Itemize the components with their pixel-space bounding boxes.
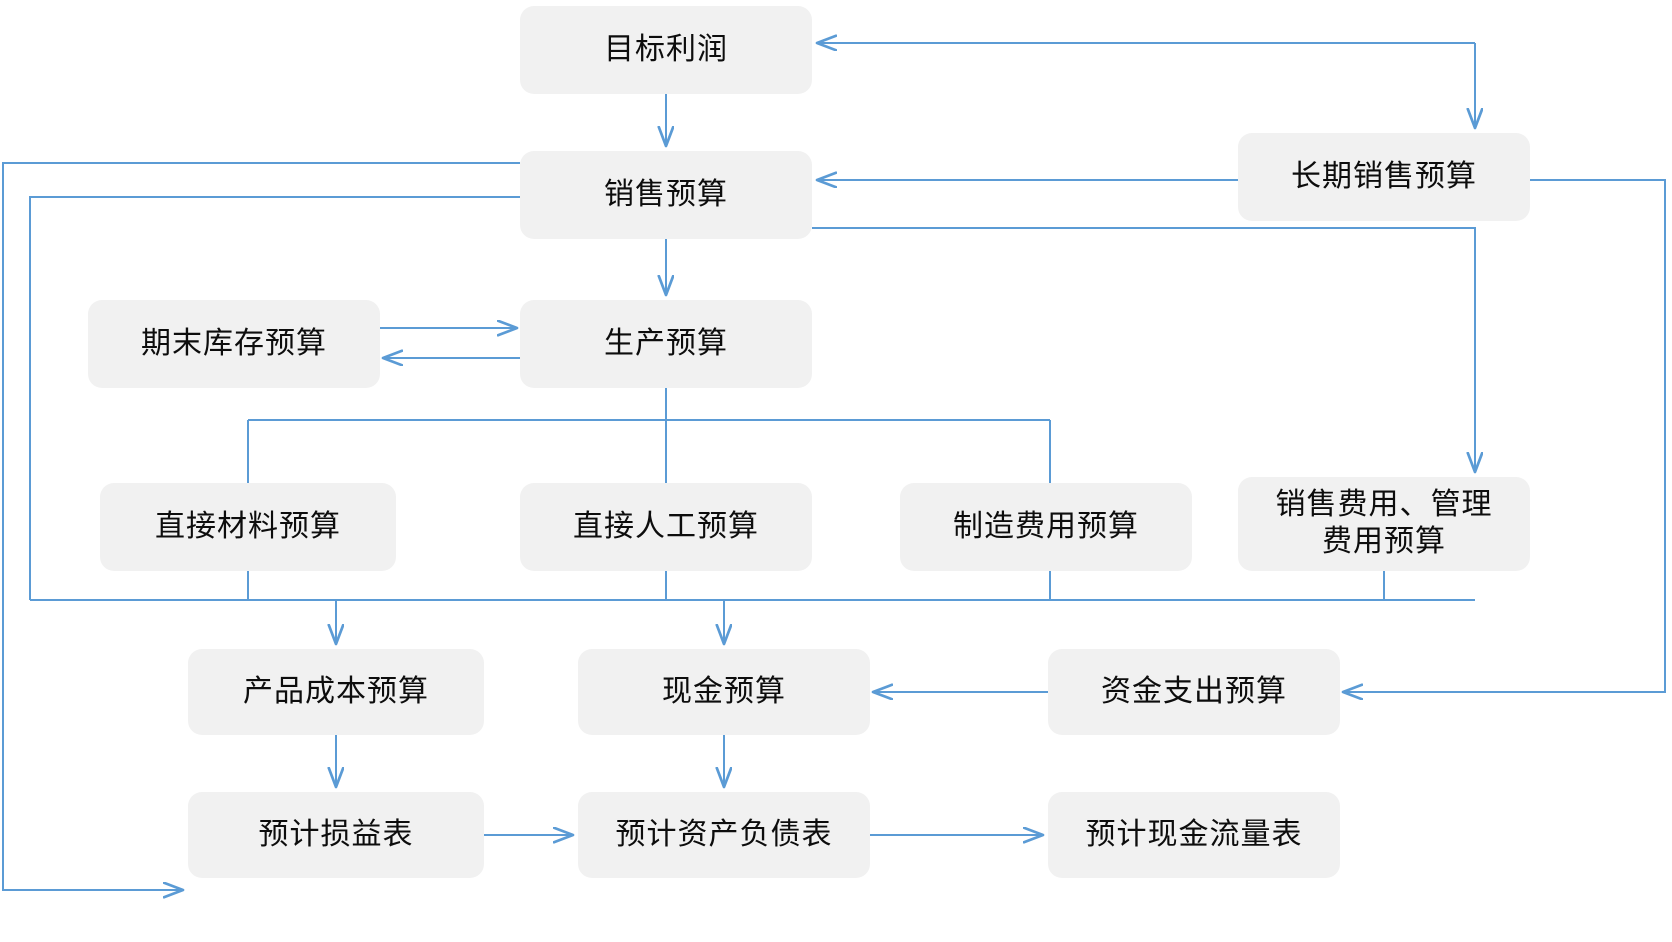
node-income_statement[interactable]: 预计损益表 xyxy=(188,792,484,878)
connector-e-longterm-right-to-capex xyxy=(1344,179,1666,692)
node-label-product_cost: 产品成本预算 xyxy=(243,675,429,709)
node-capital_expenditure[interactable]: 资金支出预算 xyxy=(1048,649,1340,735)
node-production_budget[interactable]: 生产预算 xyxy=(520,300,812,388)
node-cash_budget[interactable]: 现金预算 xyxy=(578,649,870,735)
node-product_cost[interactable]: 产品成本预算 xyxy=(188,649,484,735)
node-label-manufacturing_oh: 制造费用预算 xyxy=(953,510,1139,544)
node-ending_inventory[interactable]: 期末库存预算 xyxy=(88,300,380,388)
connector-e-sales-right-to-selling xyxy=(812,227,1475,471)
node-manufacturing_oh[interactable]: 制造费用预算 xyxy=(900,483,1192,571)
node-label-ending_inventory: 期末库存预算 xyxy=(141,327,327,361)
node-label-direct_material: 直接材料预算 xyxy=(155,510,341,544)
node-cash_flow_statement[interactable]: 预计现金流量表 xyxy=(1048,792,1340,878)
node-long_term_sales[interactable]: 长期销售预算 xyxy=(1238,133,1530,221)
node-direct_labor[interactable]: 直接人工预算 xyxy=(520,483,812,571)
node-label-target_profit: 目标利润 xyxy=(604,33,728,67)
node-label-income_statement: 预计损益表 xyxy=(258,818,414,852)
node-label-capital_expenditure: 资金支出预算 xyxy=(1101,675,1287,709)
node-target_profit[interactable]: 目标利润 xyxy=(520,6,812,94)
node-selling_admin[interactable]: 销售费用、管理 费用预算 xyxy=(1238,477,1530,571)
node-label-direct_labor: 直接人工预算 xyxy=(573,510,759,544)
node-direct_material[interactable]: 直接材料预算 xyxy=(100,483,396,571)
node-sales_budget[interactable]: 销售预算 xyxy=(520,151,812,239)
node-label-sales_budget: 销售预算 xyxy=(604,178,728,212)
node-label-production_budget: 生产预算 xyxy=(604,327,728,361)
node-label-balance_sheet: 预计资产负债表 xyxy=(615,818,833,852)
node-label-selling_admin: 销售费用、管理 费用预算 xyxy=(1275,488,1493,558)
node-label-cash_flow_statement: 预计现金流量表 xyxy=(1085,818,1303,852)
node-label-cash_budget: 现金预算 xyxy=(662,675,786,709)
node-label-long_term_sales: 长期销售预算 xyxy=(1291,160,1477,194)
node-balance_sheet[interactable]: 预计资产负债表 xyxy=(578,792,870,878)
